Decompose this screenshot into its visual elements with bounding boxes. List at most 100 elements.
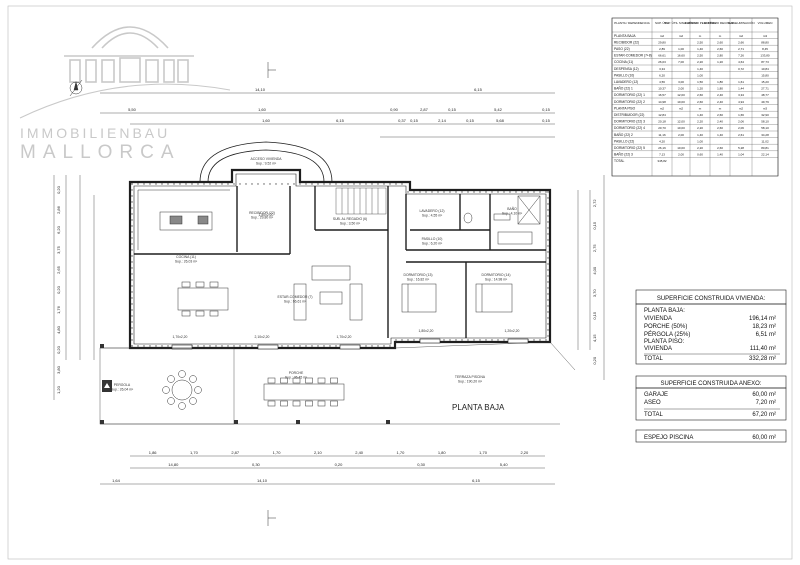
table-cell: DORMITORIO (22) 3 [614, 120, 645, 124]
table-cell: 1,20 [717, 60, 723, 64]
table-cell: 7,13 [659, 153, 665, 157]
dimension-label: 1,76 [56, 305, 61, 314]
bathroom-fixtures [463, 195, 541, 245]
dimension-label: 0,15 [410, 118, 419, 123]
table-cell: 15,20 [761, 80, 769, 84]
window-openings [171, 338, 529, 350]
table-cell: 1,04 [738, 153, 744, 157]
table-cell: 4,94 [738, 100, 744, 104]
room-area: Sup.: 26,04 m² [111, 388, 134, 392]
table-unit: m [699, 106, 702, 110]
table-cell: 1,44 [738, 87, 744, 91]
section-marker-bottom [267, 510, 276, 526]
dimension-label: 1,70 [190, 450, 199, 455]
table-cell: 1,50 [697, 80, 703, 84]
table-cell: 14,98 [658, 100, 666, 104]
company-logo [19, 26, 231, 119]
summary-vivienda-total-label: TOTAL [644, 356, 663, 362]
table-cell: 10,00 [677, 126, 685, 130]
room-name: ESTAR-COMEDOR (7) [278, 295, 313, 299]
room-name: SUB. AL REGADIO (6) [333, 217, 367, 221]
table-unit: m2 [660, 34, 664, 38]
left-dimension-labels: 0,202,866,203,752,650,201,764,800,203,80… [56, 185, 61, 394]
room-name: ACCESO VIVIENDA [250, 157, 282, 161]
table-cell: 1,00 [697, 139, 703, 143]
logo-pillar-4 [145, 59, 159, 83]
table-cell: 34,28 [761, 133, 769, 137]
room-area: Sup.: 4,55 m² [422, 214, 443, 218]
dimension-label: 6,20 [56, 225, 61, 234]
table-total-label: TOTAL [614, 159, 624, 163]
table-unit: m2 [679, 34, 683, 38]
table-cell: 2,06 [738, 126, 744, 130]
table-cell: 2,20 [697, 126, 703, 130]
bottom-dimensions [100, 455, 555, 485]
room-name: RECIBIDOR (22) [249, 211, 275, 215]
dimension-label: 2,10 [314, 450, 323, 455]
logo-arch [119, 57, 141, 83]
table-unit: m2 [739, 106, 743, 110]
dimension-label: 0,37 [398, 118, 407, 123]
summary-piscina-box: ESPEJO PISCINA 60,00 m² [635, 429, 787, 443]
logo-text-line2: MALLORCA [20, 142, 181, 163]
table-cell: 2,50 [697, 54, 703, 58]
table-cell: 2,60 [717, 146, 723, 150]
door-size-label: 1,80x2,20 [259, 213, 274, 217]
dimension-label: 0,20 [56, 345, 61, 354]
dimension-label: 2,14 [438, 118, 447, 123]
table-unit: m [699, 34, 702, 38]
table-unit: m2 [679, 106, 683, 110]
dimension-label: 14,80 [168, 462, 179, 467]
dimension-label: 0,15 [592, 221, 597, 230]
dimension-label: 4,80 [56, 325, 61, 334]
table-cell: 2,40 [717, 120, 723, 124]
summary-baja-label: PLANTA BAJA: [644, 308, 685, 314]
dimension-label: 5,68 [496, 118, 505, 123]
table-cell: PASO (22) [614, 47, 630, 51]
table-cell: 2,61 [738, 133, 744, 137]
room-area: Sup.: 4,10 m² [502, 212, 523, 216]
interior-walls [134, 186, 546, 338]
table-cell: 88,80 [761, 40, 769, 44]
table-cell: BAÑO (22) 1 [614, 86, 633, 91]
dimension-label: 0,30 [417, 462, 426, 467]
dining-table [177, 281, 229, 317]
dimension-label: 0,15 [466, 118, 475, 123]
dimension-label: 5,42 [494, 107, 503, 112]
table-cell: 2,00 [678, 87, 684, 91]
dimension-label: 2,20 [520, 450, 529, 455]
table-cell: 2,50 [697, 40, 703, 44]
table-cell: 87,73 [761, 60, 769, 64]
dimension-label: 2,72 [592, 199, 597, 208]
table-cell: DORMITORIO (22) 4 [614, 126, 645, 130]
dimension-label: 14,10 [257, 478, 268, 483]
table-cell: 12,00 [677, 93, 685, 97]
terrace-outline [100, 341, 576, 425]
table-header: SUP. ÚTIL SIN REVOCO [664, 20, 698, 25]
logo-swoosh [19, 83, 231, 119]
table-cell: 2,60 [697, 93, 703, 97]
table-cell: 2,66 [738, 40, 744, 44]
room-name: PORCHE [289, 371, 304, 375]
summary-vivienda-box: SUPERFICIE CONSTRUIDA VIVIENDA: PLANTA B… [635, 289, 787, 365]
living-room-furniture [293, 265, 363, 321]
dimension-label: 1,80 [438, 450, 447, 455]
dimension-label: 0,15 [448, 107, 457, 112]
table-cell: 11,02 [761, 139, 769, 143]
table-cell: 1,40 [717, 153, 723, 157]
porch-columns [100, 344, 390, 424]
dimension-label: 6,15 [474, 87, 483, 92]
north-arrow-icon [69, 79, 83, 97]
table-cell: RECIBIDOR (22) [614, 40, 639, 44]
table-header: H. MÍNIMO PERMITIDA [684, 21, 716, 25]
room-area: Sup.: 66,61 m² [284, 300, 307, 304]
table-unit: m [719, 34, 722, 38]
sheet-frame [7, 5, 793, 560]
room-name: DORMITORIO (14) [482, 273, 511, 277]
room-name: TERRAZA PISCINA [455, 375, 486, 379]
table-cell: 22,14 [761, 153, 769, 157]
